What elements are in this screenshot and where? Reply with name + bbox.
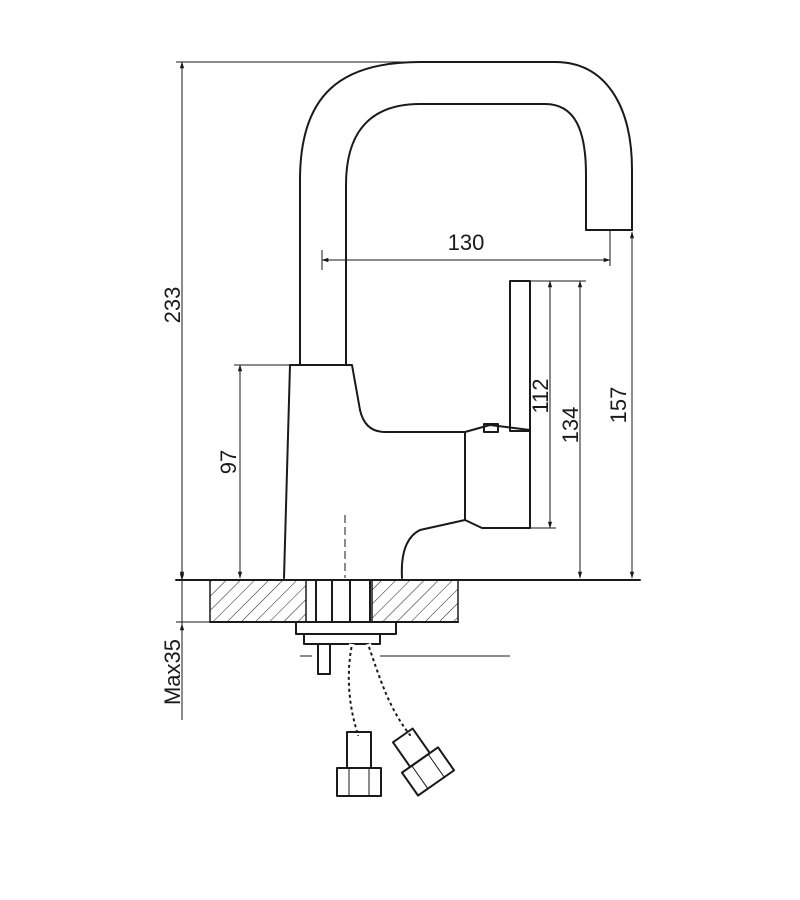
dimension-spout-outlet-height: 157 [606, 231, 635, 579]
countertop [175, 579, 641, 623]
dimension-body-height: 97 [216, 364, 290, 579]
mounting-hardware [295, 579, 510, 675]
dimension-total-height: 233 [160, 61, 420, 581]
dimension-counter-thickness: Max35 [160, 560, 210, 720]
faucet-body [283, 364, 466, 579]
dimension-lever-length: 112 [528, 280, 556, 529]
lever-handle [464, 280, 531, 529]
dimension-label-112: 112 [528, 378, 553, 413]
flex-hoses [336, 643, 456, 797]
spout [299, 61, 633, 366]
dimension-spout-reach: 130 [321, 230, 611, 270]
dimension-label-134: 134 [558, 407, 583, 444]
dimension-lever-top-height: 134 [556, 280, 586, 579]
dimension-label-max35: Max35 [160, 639, 185, 705]
dimension-label-97: 97 [216, 450, 241, 474]
dimension-label-157: 157 [606, 387, 631, 424]
dimension-label-233: 233 [160, 287, 185, 324]
dimension-label-130: 130 [448, 230, 485, 255]
